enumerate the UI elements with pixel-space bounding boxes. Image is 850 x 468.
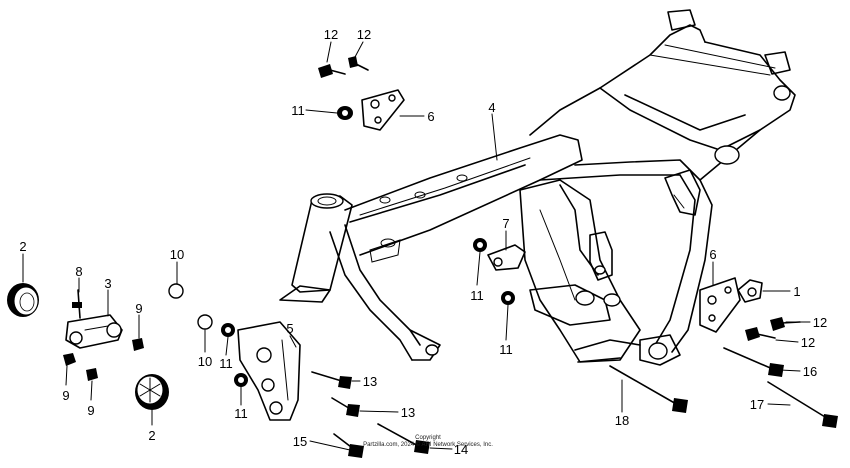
callout-9-a: 9: [62, 388, 69, 403]
callout-18: 18: [615, 413, 629, 428]
bolt-part-13-b: [331, 397, 360, 417]
bolt-part-13-a: [311, 371, 352, 389]
bolt-part-17: [767, 381, 838, 428]
collar-part-10-b: [197, 314, 213, 330]
copyright-line-2: Partzilla.com, 2024 © ARI Network Servic…: [363, 441, 493, 448]
bracket-part-7: [487, 244, 526, 271]
callout-5: 5: [286, 321, 293, 336]
callout-2-bottom: 2: [148, 428, 155, 443]
copyright-notice: Copyright Partzilla.com, 2024 © ARI Netw…: [363, 435, 493, 448]
bolt-part-14: [377, 423, 430, 454]
callout-13-a: 13: [363, 374, 377, 389]
callout-3: 3: [104, 276, 111, 291]
nut-part-11-d: [473, 238, 487, 252]
copyright-line-1: Copyright: [415, 435, 441, 441]
callout-8: 8: [75, 264, 82, 279]
collar-part-10-a: [168, 283, 184, 299]
callout-7: 7: [502, 216, 509, 231]
cap-part-2-bottom: [135, 374, 169, 410]
nut-part-9-a: [63, 353, 76, 366]
callout-15: 15: [293, 434, 307, 449]
callout-11-b: 11: [219, 356, 233, 371]
callout-11-c: 11: [234, 406, 248, 421]
callout-16: 16: [803, 364, 817, 379]
bracket-part-3: [65, 314, 123, 349]
callout-6-right: 6: [709, 247, 716, 262]
nut-part-11-b: [221, 323, 235, 337]
callout-9-b: 9: [87, 403, 94, 418]
plate-part-6-top: [361, 89, 405, 131]
callout-10-a: 10: [170, 247, 184, 262]
callout-12-top-a: 12: [324, 27, 338, 42]
bolt-part-8: [72, 289, 82, 319]
bolt-part-15: [333, 433, 364, 458]
nut-part-11-e: [501, 291, 515, 305]
callout-10-b: 10: [198, 354, 212, 369]
callout-12-top-b: 12: [357, 27, 371, 42]
callout-12-right-a: 12: [813, 315, 827, 330]
callout-12-right-b: 12: [801, 335, 815, 350]
callout-17: 17: [750, 397, 764, 412]
nut-part-11-c: [234, 373, 248, 387]
bolt-part-18: [609, 365, 688, 413]
callout-4: 4: [488, 100, 495, 115]
bracket-part-1: [737, 279, 763, 303]
bolt-part-12-right-b: [745, 327, 776, 341]
nut-part-9-b: [86, 368, 98, 381]
callout-labels: 2 8 3 9 9 9 2 10 10 11 11 5 12 12 11 6 4…: [19, 27, 827, 457]
callout-1: 1: [793, 284, 800, 299]
callout-13-b: 13: [401, 405, 415, 420]
cap-part-2-left: [7, 283, 39, 317]
bolt-part-16: [723, 347, 784, 377]
callout-11-a: 11: [291, 103, 305, 118]
nut-part-9-c: [132, 338, 144, 351]
bolt-part-12-top-b: [348, 56, 369, 71]
callout-2-left: 2: [19, 239, 26, 254]
callout-11-d: 11: [470, 288, 484, 303]
nut-part-11-a: [337, 106, 353, 120]
frame-body: [279, 9, 796, 366]
bolt-part-12-right-a: [770, 317, 801, 331]
leader-lines: [22, 41, 811, 451]
callout-9-c: 9: [135, 301, 142, 316]
bracket-part-5: [237, 321, 301, 421]
callout-6-top: 6: [427, 109, 434, 124]
bolt-part-12-top-a: [318, 64, 346, 78]
callout-11-e: 11: [499, 342, 513, 357]
callout-14: 14: [454, 442, 468, 457]
plate-part-6-right: [699, 277, 741, 333]
